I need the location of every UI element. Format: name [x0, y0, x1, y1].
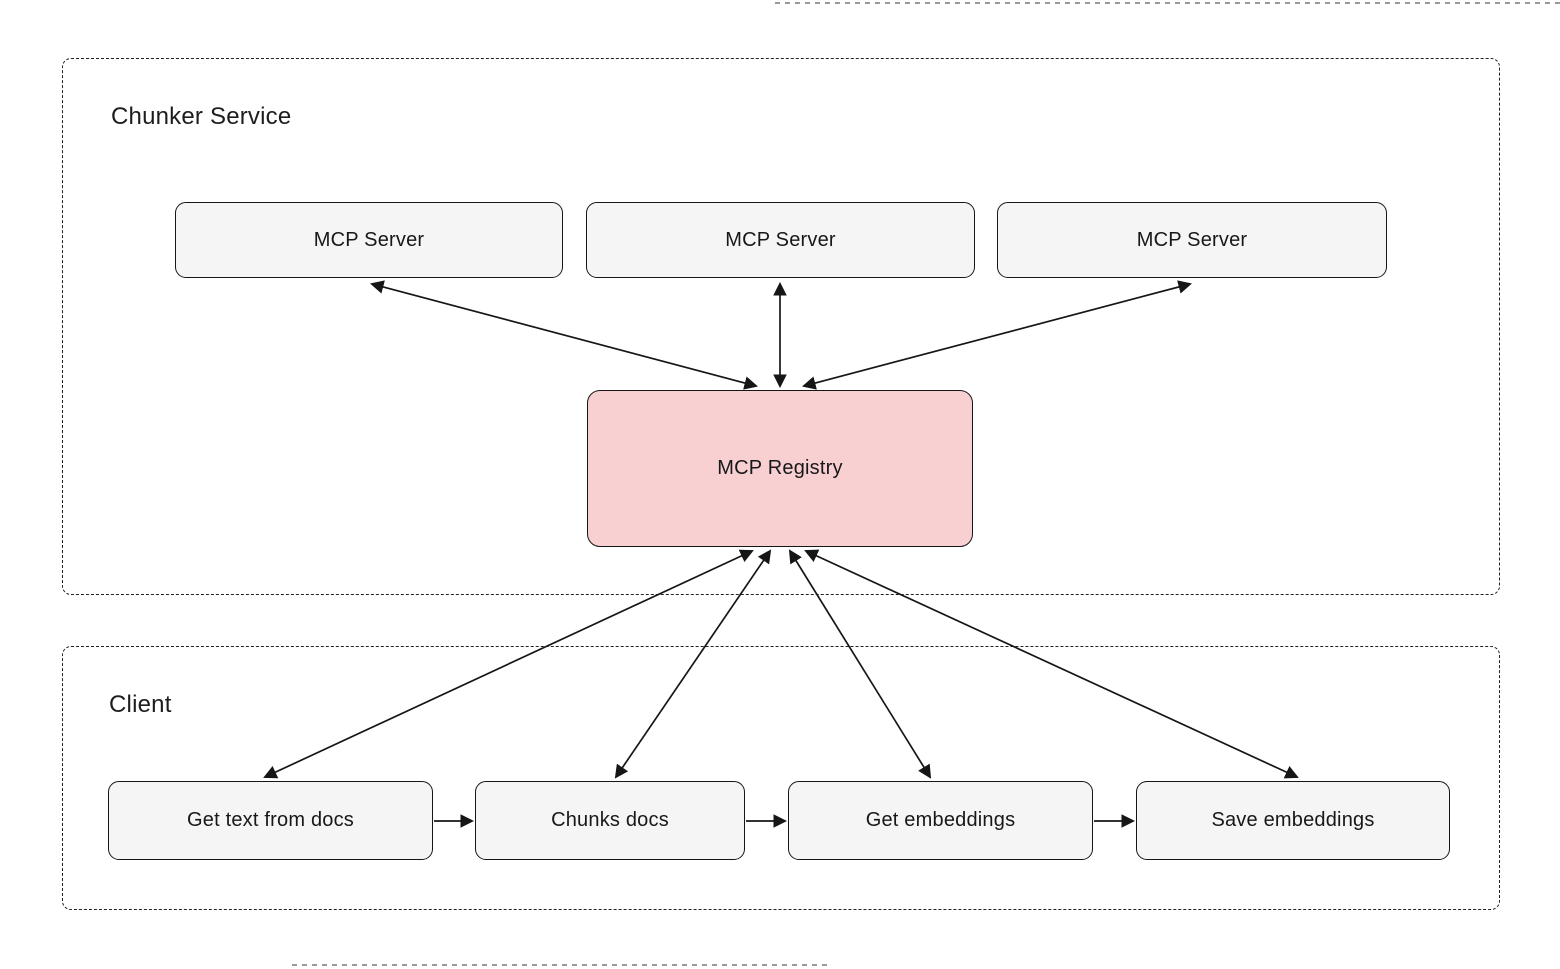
container-label-chunker-service: Chunker Service: [111, 103, 292, 130]
node-chunks-docs: Chunks docs: [475, 781, 745, 860]
node-label: Chunks docs: [551, 809, 669, 831]
node-label: MCP Server: [725, 228, 836, 251]
node-mcp-registry: MCP Registry: [587, 390, 973, 547]
container-chunker-service: Chunker Service: [62, 58, 1500, 595]
node-get-text-from-docs: Get text from docs: [108, 781, 433, 860]
node-label: Save embeddings: [1211, 809, 1375, 831]
node-label: Get text from docs: [187, 809, 354, 831]
node-get-embeddings: Get embeddings: [788, 781, 1093, 860]
container-client: Client: [62, 646, 1500, 910]
node-label: Get embeddings: [865, 809, 1016, 831]
container-label-client: Client: [109, 691, 172, 718]
node-save-embeddings: Save embeddings: [1136, 781, 1450, 860]
node-label: MCP Registry: [717, 457, 843, 479]
node-label: MCP Server: [313, 228, 425, 251]
node-mcp-server-3: MCP Server: [997, 202, 1387, 278]
node-mcp-server-2: MCP Server: [586, 202, 975, 278]
node-label: MCP Server: [1136, 228, 1248, 251]
node-mcp-server-1: MCP Server: [175, 202, 563, 278]
